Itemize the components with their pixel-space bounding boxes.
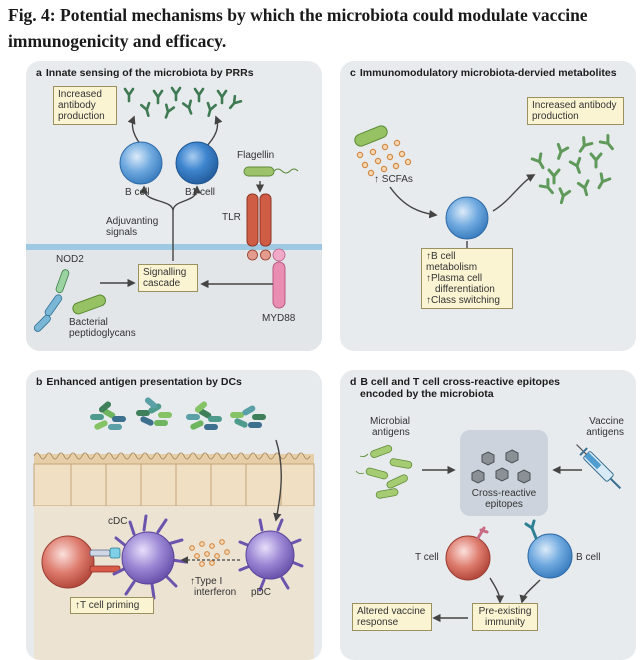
bacterial-line: peptidoglycans bbox=[69, 328, 136, 339]
microbial-line: antigens bbox=[372, 427, 410, 438]
t-cell-priming-box: ↑T cell priming bbox=[70, 597, 154, 614]
microbial-antigens-label: Microbial antigens bbox=[370, 416, 410, 438]
panel-c-heading: Immunomodulatory microbiota-dervied meta… bbox=[359, 67, 617, 79]
b1-cell-label: B1 cell bbox=[185, 187, 216, 198]
immune-synapse bbox=[89, 547, 121, 573]
effect-line: ↑Plasma cell bbox=[426, 273, 483, 284]
b-cell-icon bbox=[527, 533, 573, 579]
antibody-icon bbox=[530, 133, 618, 206]
vaccine-line: antigens bbox=[586, 427, 624, 438]
effect-line: ↑Class switching bbox=[426, 295, 500, 306]
adjuvanting-label: Adjuvanting signals bbox=[106, 216, 158, 238]
bacterial-line: Bacterial bbox=[69, 317, 108, 328]
interferon-molecules bbox=[189, 539, 230, 567]
panel-a-heading: Innate sensing of the microbiota by PRRs bbox=[45, 67, 254, 79]
cross-line: epitopes bbox=[485, 499, 523, 510]
increased-antibody-box: Increased antibody production bbox=[53, 86, 117, 125]
cross-reactive-label: Cross-reactive epitopes bbox=[460, 488, 548, 510]
t-cell-icon bbox=[445, 535, 491, 581]
myd88-label: MYD88 bbox=[262, 313, 296, 324]
figure-title: Fig. 4: Potential mechanisms by which th… bbox=[8, 5, 588, 51]
panel-c-artwork bbox=[354, 125, 618, 249]
increased-antibody-box: Increased antibody production bbox=[527, 97, 624, 125]
dendritic-cell-icon bbox=[112, 514, 188, 600]
panel-b-heading: Enhanced antigen presentation by DCs bbox=[46, 376, 242, 388]
antibody-icon bbox=[123, 86, 243, 121]
increased-antibody-line: Increased antibody bbox=[532, 100, 617, 111]
bacterium-icon bbox=[354, 125, 388, 147]
increased-antibody-line: production bbox=[532, 111, 579, 122]
altered-line: response bbox=[357, 617, 399, 628]
b-cell-icon bbox=[445, 196, 489, 240]
preexisting-line: Pre-existing bbox=[478, 606, 532, 617]
t-cell-icon bbox=[41, 535, 95, 589]
microbiota-clumps bbox=[90, 397, 266, 430]
signalling-cascade-box: Signalling cascade bbox=[138, 264, 198, 292]
altered-vaccine-response-box: Altered vaccine response bbox=[352, 603, 432, 631]
panel-d-heading: encoded by the microbiota bbox=[360, 388, 494, 400]
effect-line: ↑B cell metabolism bbox=[426, 251, 478, 273]
increased-antibody-line: antibody bbox=[58, 100, 96, 111]
scfas-label: ↑ SCFAs bbox=[374, 174, 413, 185]
microbial-antigen-icon bbox=[355, 445, 413, 499]
panel-d-artwork bbox=[355, 430, 622, 623]
vaccine-antigens-label: Vaccine antigens bbox=[578, 416, 624, 438]
b-cell-receptor-icon bbox=[524, 519, 538, 540]
pdc-label: pDC bbox=[251, 587, 272, 598]
panel-d-letter: d bbox=[350, 376, 357, 388]
vaccine-line: Vaccine bbox=[589, 416, 624, 427]
nod2-icon bbox=[33, 269, 70, 332]
panel-a-artwork bbox=[26, 86, 322, 351]
b1-cell-icon bbox=[175, 141, 219, 185]
pre-existing-immunity-box: Pre-existing immunity bbox=[472, 603, 538, 631]
t-cell-receptor-icon bbox=[476, 526, 489, 540]
myd88-icon bbox=[272, 248, 286, 309]
virus-epitope-icon bbox=[471, 449, 531, 484]
b-cell-label: B cell bbox=[576, 552, 601, 563]
adjuvanting-line: signals bbox=[106, 227, 138, 238]
panel-d-heading: B cell and T cell cross-reactive epitope… bbox=[360, 376, 561, 388]
signalling-line: Signalling bbox=[143, 267, 187, 278]
tlr-receptor-icon bbox=[246, 193, 272, 261]
type1-line: ↑Type I bbox=[190, 576, 223, 587]
panel-c-letter: c bbox=[350, 67, 356, 79]
cdc-label: cDC bbox=[108, 516, 128, 527]
increased-antibody-line: production bbox=[58, 111, 105, 122]
bacterium-icon bbox=[72, 294, 106, 315]
panel-b-letter: b bbox=[36, 376, 43, 388]
altered-line: Altered vaccine bbox=[357, 606, 426, 617]
t-cell-label: T cell bbox=[415, 552, 439, 563]
flagellin-label: Flagellin bbox=[237, 150, 275, 161]
effect-line: differentiation bbox=[435, 284, 495, 295]
signalling-line: cascade bbox=[143, 278, 181, 289]
panel-b-artwork bbox=[33, 397, 315, 660]
cell-membrane bbox=[26, 244, 322, 250]
increased-antibody-line: Increased bbox=[58, 89, 102, 100]
nod2-label: NOD2 bbox=[56, 254, 84, 265]
b-cell-icon bbox=[119, 141, 163, 185]
preexisting-line: immunity bbox=[484, 617, 525, 628]
syringe-icon bbox=[576, 444, 622, 490]
type1-line: interferon bbox=[194, 587, 237, 598]
b-cell-label: B cell bbox=[125, 187, 150, 198]
tlr-label: TLR bbox=[222, 212, 241, 223]
panel-a-letter: a bbox=[36, 67, 42, 79]
cross-line: Cross-reactive bbox=[471, 488, 537, 499]
microbial-line: Microbial bbox=[370, 416, 411, 427]
dendritic-cell-icon bbox=[238, 518, 304, 592]
bacterial-label: Bacterial peptidoglycans bbox=[69, 317, 136, 339]
b-cell-effects-box: ↑B cell metabolism ↑Plasma cell differen… bbox=[421, 248, 513, 309]
scfa-molecules bbox=[356, 139, 412, 177]
adjuvanting-line: Adjuvanting bbox=[106, 216, 159, 227]
type1-interferon-label: ↑Type I interferon bbox=[190, 576, 236, 598]
bacterium-icon bbox=[243, 166, 299, 177]
